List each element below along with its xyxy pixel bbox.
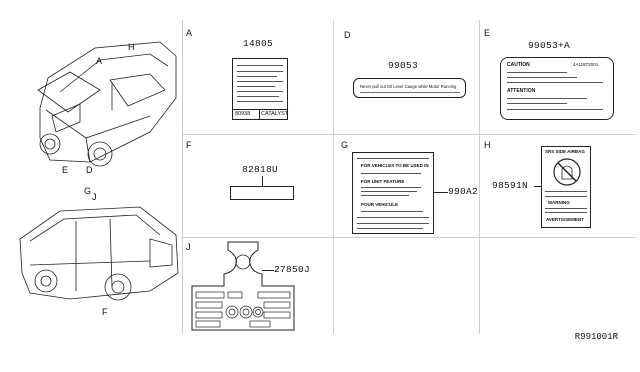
panel-A-label-catalyst: CATALYST [261,111,289,117]
grid-col-line-2 [479,20,480,334]
vehicle-hood-open-illustration [37,41,177,167]
vehicle-callout-H: H [128,42,135,52]
panel-J-leader-line [262,270,274,271]
panel-E-code: 4A11872001 [573,62,599,67]
panel-H-leader-line [534,186,541,187]
panel-A-emission-label: 80938 CATALYST [232,58,288,120]
panel-H-warning: WARNING [548,200,570,205]
vehicle-rear-illustration [19,206,179,301]
panel-D-part-number: 99053 [388,60,419,71]
panel-H-title: SRS SIDE AIRBAG [545,149,585,154]
panel-E-caution-text: CAUTION [507,62,530,68]
panel-A-part-number: 14805 [243,38,274,49]
grid-frame [182,20,636,334]
panel-H-airbag-label: SRS SIDE AIRBAG WARNING AVERTISSEMENT [541,146,591,228]
panel-H-letter: H [484,140,491,150]
panel-G-line-1: FOR VEHICLES TO BE USED IN [361,163,429,168]
panel-G-line-3: POUR VEHICULE [361,202,399,207]
grid-row-line-2 [182,237,636,238]
panel-F-letter: F [186,140,192,150]
panel-E-attention-text: ATTENTION [507,88,536,94]
vehicle-callout-A: A [96,56,103,66]
label-grid [182,20,636,334]
panel-D-label-text: Never pull out Oil Level Gauge while Mot… [360,84,457,89]
vehicle-callout-F: F [102,307,108,317]
panel-J-letter: J [186,242,191,252]
diagram-reference-code: R991001R [574,332,618,342]
panel-A-letter: A [186,28,193,38]
panel-E-letter: E [484,28,491,38]
panel-F-part-number: 82818U [242,164,279,175]
panel-G-leader-line [434,192,448,193]
panel-G-info-label: FOR VEHICLES TO BE USED IN FOR UNIT FEAT… [352,152,434,234]
no-child-seat-icon [553,158,581,186]
panel-D-letter: D [344,30,351,40]
panel-G-part-number: 990A2 [448,186,479,197]
grid-row-line-1 [182,134,636,135]
panel-H-part-number: 98591N [492,180,529,191]
vehicle-callout-G: G [84,186,92,196]
panel-F-leader-line [262,176,263,186]
panel-A-label-code: 80938 [235,111,251,117]
panel-J-tire-placard [191,241,295,331]
vehicle-callout-D: D [86,165,93,175]
panel-D-oil-gauge-label: Never pull out Oil Level Gauge while Mot… [353,78,466,98]
panel-E-part-number: 99053+A [528,40,571,51]
panel-F-blank-label [230,186,294,200]
panel-H-avertissement: AVERTISSEMENT [546,217,584,222]
vehicle-callout-E: E [62,165,69,175]
panel-E-caution-label: CAUTION 4A11872001 ATTENTION [500,57,614,120]
panel-G-letter: G [341,140,349,150]
panel-G-line-2: FOR UNIT FEATURE [361,179,405,184]
vehicle-callout-J: J [92,192,97,202]
panel-J-part-number: 27850J [274,264,311,275]
grid-col-line-1 [333,20,334,334]
